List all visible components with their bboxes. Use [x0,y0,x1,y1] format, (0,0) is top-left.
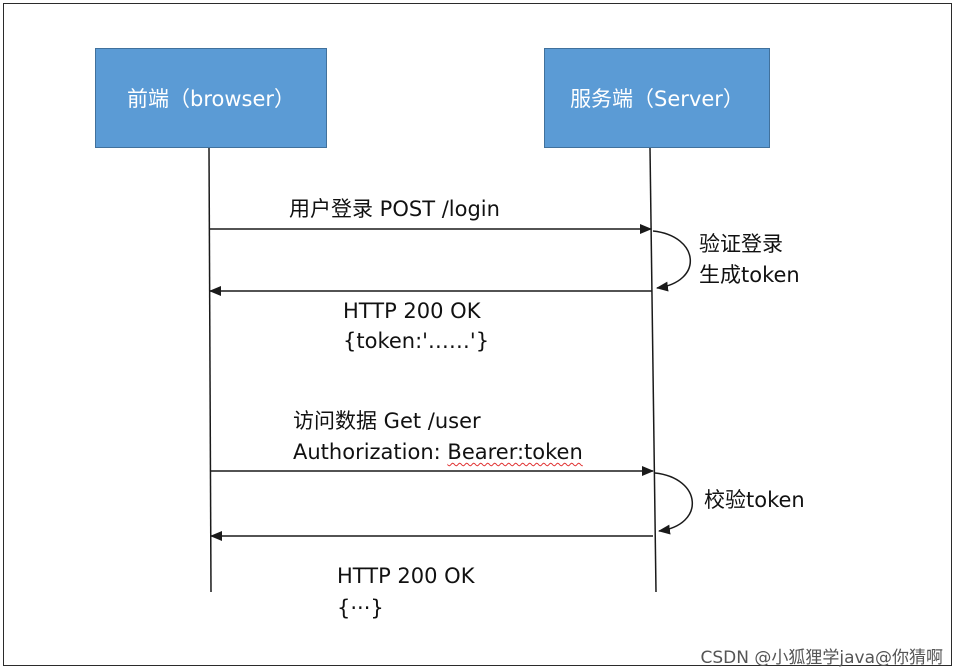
browser-lane-label: 前端（browser） [126,87,296,111]
bearer-token-value: Bearer:token [447,440,583,464]
check-loop-arrow [654,472,693,535]
verify-loop-arrow [652,230,691,292]
login-response-line2: {token:'……'} [343,329,490,353]
server-lane-label: 服务端（Server） [570,87,744,111]
data-request-line2: Authorization: Bearer:token [293,438,583,466]
server-step1-line2: 生成token [699,263,800,287]
data-response-line2: {···} [337,596,384,620]
data-request-line1: 访问数据 Get /user [293,409,481,433]
browser-lane-box: 前端（browser） [95,48,327,148]
server-step2-label: 校验token [704,488,805,512]
diagram-frame [3,3,952,666]
server-lane-box: 服务端（Server） [544,48,770,148]
csdn-watermark: CSDN @小狐狸学java@你猜啊 [700,648,944,668]
login-request-label: 用户登录 POST /login [289,197,500,221]
login-response-line1: HTTP 200 OK [343,299,481,323]
authorization-prefix: Authorization: [293,440,448,464]
server-step1-line1: 验证登录 [699,232,783,256]
browser-lifeline [208,147,212,593]
server-lifeline [649,147,657,593]
data-response-line1: HTTP 200 OK [337,564,475,588]
